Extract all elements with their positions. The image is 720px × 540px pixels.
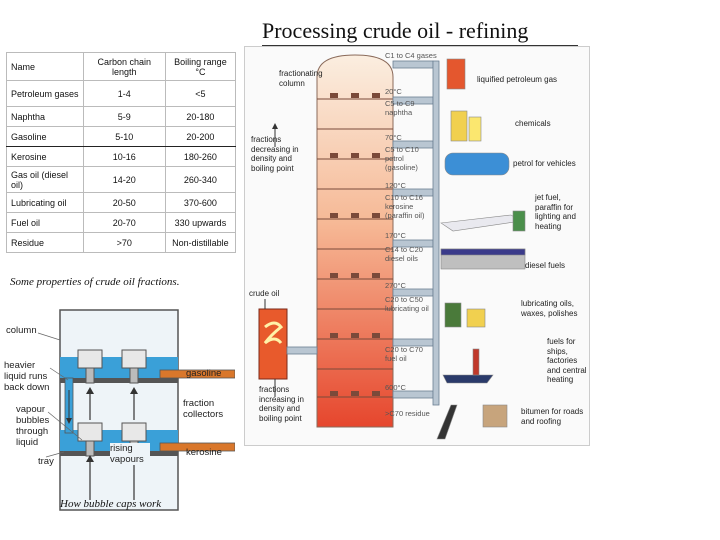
temperature-label: 70°C	[385, 133, 402, 142]
cell-chain: 10-16	[82, 146, 166, 167]
fraction-label: C20 to C50 lubricating oil	[385, 295, 429, 313]
label-column: column	[6, 325, 37, 336]
table-row: Gas oil (diesel oil) 14-20 260-340	[6, 166, 237, 193]
product-label: petrol for vehicles	[513, 159, 576, 168]
product-label: liquified petroleum gas	[477, 75, 558, 84]
temperature-label: 20°C	[385, 87, 402, 96]
bubble-cap-diagram: column heavier liquid runs back down vap…	[0, 300, 236, 515]
label-fractions-increasing: fractions increasing in density and boil…	[259, 385, 304, 423]
cell-boiling: <5	[164, 80, 237, 107]
fraction-label: C1 to C4 gases	[385, 51, 437, 60]
product-label: bitumen for roads and roofing	[521, 407, 584, 426]
cell-chain: 5-10	[82, 126, 166, 147]
label-heavier-liquid: heavier liquid runs back down	[4, 360, 50, 393]
label-fraction-collectors: fraction collectors	[183, 398, 224, 420]
table-row: Fuel oil 20-70 330 upwards	[6, 212, 237, 233]
header-boiling: Boiling range °C	[164, 52, 237, 81]
cell-chain: 14-20	[82, 166, 166, 193]
label-kerosine: kerosine	[186, 447, 222, 458]
fractions-table: Name Carbon chain length Boiling range °…	[6, 52, 237, 253]
bubble-cap-drawing	[37, 309, 236, 511]
product-label: lubricating oils, waxes, polishes	[521, 299, 578, 318]
fraction-label: C5 to C9 naphtha	[385, 99, 415, 117]
cell-name: Lubricating oil	[6, 192, 84, 213]
fraction-label: C20 to C70 fuel oil	[385, 345, 423, 363]
label-crude-oil: crude oil	[249, 289, 280, 298]
table-caption: Some properties of crude oil fractions.	[10, 276, 180, 288]
cell-name: Naphtha	[6, 106, 84, 127]
fraction-label: >C70 residue	[385, 409, 430, 418]
label-vapour-bubbles: vapour bubbles through liquid	[16, 404, 50, 448]
fraction-label: C14 to C20 diesel oils	[385, 245, 423, 263]
temperature-label: 120°C	[385, 181, 406, 190]
cell-name: Fuel oil	[6, 212, 84, 233]
label-rising-vapours: rising vapours	[110, 443, 150, 465]
cell-boiling: Non-distillable	[164, 232, 237, 253]
product-label: chemicals	[515, 119, 551, 128]
cell-chain: 20-50	[82, 192, 166, 213]
temperature-label: 600°C	[385, 383, 406, 392]
table-row: Residue >70 Non-distillable	[6, 232, 237, 253]
table-header-row: Name Carbon chain length Boiling range °…	[6, 52, 237, 81]
cell-chain: 5-9	[82, 106, 166, 127]
label-fractionating-column: fractionating column	[279, 69, 323, 88]
header-chain: Carbon chain length	[82, 52, 166, 81]
product-label: diesel fuels	[525, 261, 566, 270]
cell-name: Petroleum gases	[6, 80, 84, 107]
cell-boiling: 20-200	[164, 126, 237, 147]
fractionating-column-diagram: fractionating column fractions decreasin…	[244, 46, 590, 446]
cell-boiling: 20-180	[164, 106, 237, 127]
cell-boiling: 260-340	[164, 166, 237, 193]
header-name: Name	[6, 52, 84, 81]
cell-name: Residue	[6, 232, 84, 253]
cell-chain: 1-4	[82, 80, 166, 107]
table-row: Lubricating oil 20-50 370-600	[6, 192, 237, 213]
temperature-label: 170°C	[385, 231, 406, 240]
product-label: jet fuel, paraffin for lighting and heat…	[535, 193, 576, 231]
label-gasoline: gasoline	[186, 368, 222, 379]
cell-name: Gas oil (diesel oil)	[6, 166, 84, 193]
table-row: Kerosine 10-16 180-260	[6, 146, 237, 167]
fraction-label: C10 to C16 kerosine (paraffin oil)	[385, 193, 425, 220]
column-drawing	[258, 54, 526, 440]
table-row: Naphtha 5-9 20-180	[6, 106, 237, 127]
temperature-label: 270°C	[385, 281, 406, 290]
table-row: Petroleum gases 1-4 <5	[6, 80, 237, 107]
page-title: Processing crude oil - refining	[262, 18, 578, 47]
bubble-caption: How bubble caps work	[60, 498, 162, 510]
fraction-label: C5 to C10 petrol (gasoline)	[385, 145, 419, 172]
cell-chain: 20-70	[82, 212, 166, 233]
cell-chain: >70	[82, 232, 166, 253]
cell-name: Gasoline	[6, 126, 84, 147]
cell-boiling: 180-260	[164, 146, 237, 167]
cell-boiling: 370-600	[164, 192, 237, 213]
table-row: Gasoline 5-10 20-200	[6, 126, 237, 147]
label-fractions-decreasing: fractions decreasing in density and boil…	[251, 135, 299, 173]
cell-boiling: 330 upwards	[164, 212, 237, 233]
product-label: fuels for ships, factories and central h…	[547, 337, 587, 384]
cell-name: Kerosine	[6, 146, 84, 167]
label-tray: tray	[38, 456, 54, 467]
